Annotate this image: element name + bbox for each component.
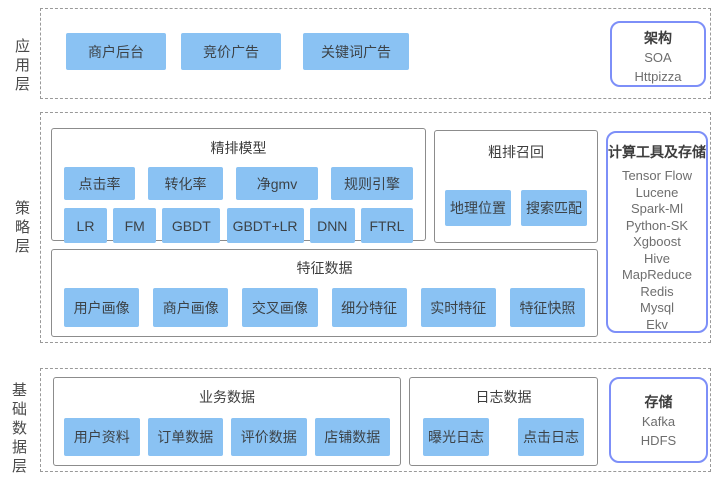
- node-fm: FM: [113, 208, 157, 243]
- coarse-recall-title: 粗排召回: [488, 144, 544, 160]
- log-data-row: 曝光日志 点击日志: [423, 418, 584, 456]
- fine-model-row-1: 点击率 转化率 净gmv 规则引擎: [64, 167, 413, 200]
- tool-mysql: Mysql: [640, 300, 674, 315]
- architecture-panel: 架构 SOA Httpizza: [610, 21, 706, 87]
- application-layer-label: 应用层: [14, 38, 30, 93]
- business-data-title: 业务数据: [199, 389, 255, 405]
- node-shop-data: 店铺数据: [314, 418, 390, 456]
- node-merchant-backend: 商户后台: [66, 33, 166, 70]
- tool-hive: Hive: [643, 250, 670, 266]
- node-user-info: 用户资料: [64, 418, 140, 456]
- node-click-log: 点击日志: [518, 418, 584, 456]
- base-data-layer-label: 基础数据层: [11, 382, 27, 475]
- fine-ranking-model-group: 精排模型 点击率 转化率 净gmv 规则引擎 LR FM GBDT GBDT+L…: [51, 128, 426, 243]
- business-data-row: 用户资料 订单数据 评价数据 店铺数据: [64, 418, 390, 456]
- compute-tools-storage-panel: 计算工具及存储 Tensor Flow Lucene Spark-Ml Pyth…: [606, 131, 708, 333]
- node-dnn: DNN: [309, 208, 355, 243]
- node-lr: LR: [64, 208, 107, 243]
- node-net-gmv: 净gmv: [236, 167, 318, 200]
- tool-python-sk: Python-SK: [625, 217, 689, 233]
- node-order-data: 订单数据: [147, 418, 223, 456]
- node-gbdt-plus-lr: GBDT+LR: [226, 208, 304, 243]
- arch-item-soa: SOA: [644, 50, 672, 65]
- node-merchant-profile: 商户画像: [153, 288, 229, 327]
- tool-redis: Redis: [640, 283, 674, 299]
- node-gbdt: GBDT: [162, 208, 221, 243]
- node-conversion-rate: 转化率: [148, 167, 223, 200]
- log-data-title: 日志数据: [475, 389, 532, 405]
- architecture-panel-title: 架构: [644, 30, 672, 46]
- feature-data-title: 特征数据: [296, 260, 353, 276]
- node-realtime-features: 实时特征: [420, 288, 496, 327]
- storage-kafka: Kafka: [641, 414, 676, 429]
- tool-tensorflow: Tensor Flow: [621, 168, 693, 183]
- compute-tools-storage-title: 计算工具及存储: [608, 144, 706, 160]
- business-data-group: 业务数据 用户资料 订单数据 评价数据 店铺数据: [53, 377, 401, 466]
- base-data-layer-container: 业务数据 用户资料 订单数据 评价数据 店铺数据 日志数据 曝光日志 点击日志 …: [40, 368, 711, 472]
- tool-mapreduce: MapReduce: [621, 267, 693, 282]
- node-search-match: 搜索匹配: [521, 190, 587, 226]
- storage-panel: 存储 Kafka HDFS: [609, 377, 708, 463]
- tool-ekv: Ekv: [646, 316, 668, 332]
- node-cross-profile: 交叉画像: [242, 288, 318, 327]
- fine-model-row-2: LR FM GBDT GBDT+LR DNN FTRL: [64, 208, 413, 243]
- node-bidding-ads: 竞价广告: [181, 33, 281, 70]
- tool-lucene: Lucene: [635, 184, 679, 200]
- coarse-recall-row: 地理位置 搜索匹配: [445, 190, 587, 226]
- node-keyword-ads: 关键词广告: [303, 33, 409, 70]
- coarse-recall-group: 粗排召回 地理位置 搜索匹配: [434, 130, 598, 243]
- node-review-data: 评价数据: [231, 418, 307, 456]
- log-data-group: 日志数据 曝光日志 点击日志: [409, 377, 598, 466]
- tool-spark-ml: Spark-Ml: [630, 201, 683, 216]
- feature-data-group: 特征数据 用户画像 商户画像 交叉画像 细分特征 实时特征 特征快照: [51, 249, 598, 337]
- storage-panel-title: 存储: [644, 394, 673, 410]
- node-rule-engine: 规则引擎: [331, 167, 413, 200]
- node-user-profile: 用户画像: [64, 288, 140, 327]
- node-feature-snapshot: 特征快照: [509, 288, 586, 327]
- node-segmented-features: 细分特征: [331, 288, 407, 327]
- strategy-layer-label: 策略层: [14, 200, 30, 255]
- node-click-rate: 点击率: [64, 167, 135, 200]
- node-geo-location: 地理位置: [445, 190, 511, 226]
- node-ftrl: FTRL: [360, 208, 413, 243]
- strategy-layer-container: 精排模型 点击率 转化率 净gmv 规则引擎 LR FM GBDT GBDT+L…: [40, 112, 711, 343]
- storage-hdfs: HDFS: [640, 433, 677, 448]
- arch-item-httpizza: Httpizza: [634, 69, 682, 84]
- fine-ranking-model-title: 精排模型: [210, 140, 267, 156]
- feature-data-row: 用户画像 商户画像 交叉画像 细分特征 实时特征 特征快照: [64, 288, 586, 327]
- application-layer-container: 商户后台 竞价广告 关键词广告 架构 SOA Httpizza: [40, 8, 711, 99]
- node-impression-log: 曝光日志: [423, 418, 489, 456]
- tool-xgboost: Xgboost: [633, 234, 681, 249]
